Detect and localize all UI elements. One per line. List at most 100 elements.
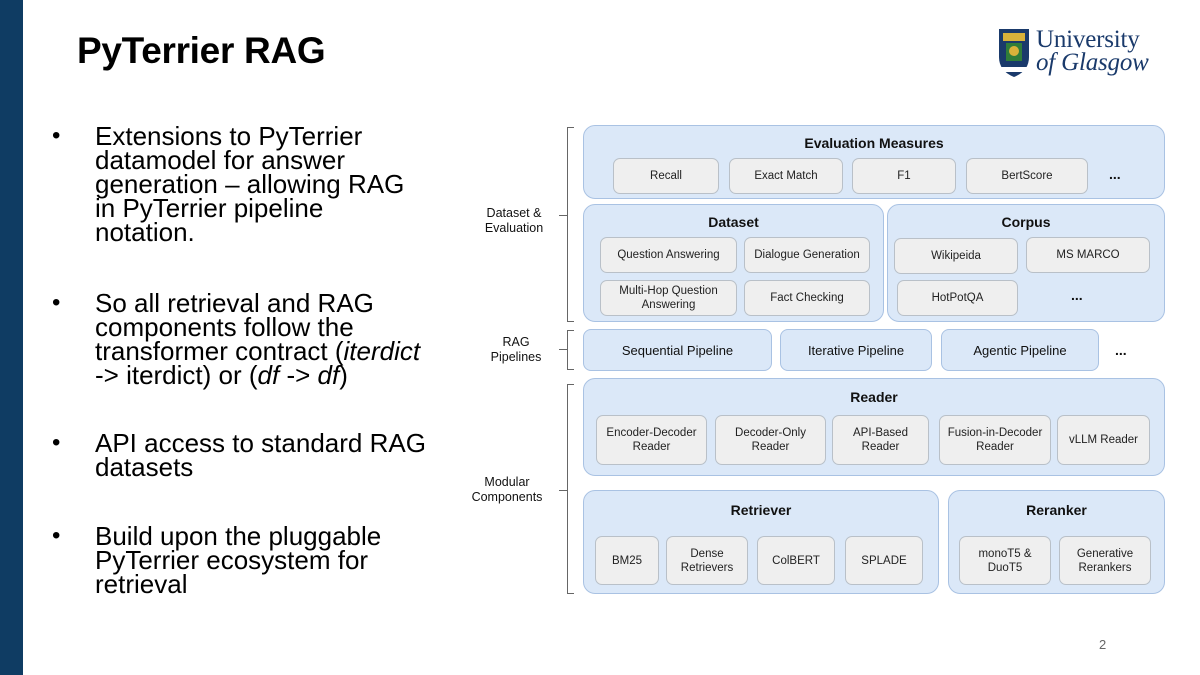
bullet-3-line: API access to standard RAG — [95, 428, 426, 458]
chip-text: API-Based — [853, 427, 908, 439]
bullet-dot: • — [52, 122, 61, 149]
panel-title: Reranker — [1026, 502, 1087, 518]
panel-reader: Reader Encoder-Decoder Reader Decoder-On… — [583, 378, 1165, 476]
bullet-4-line: retrieval — [95, 569, 188, 599]
chip-dialogue-generation: Dialogue Generation — [744, 237, 870, 273]
panel-evaluation-measures: Evaluation Measures Recall Exact Match F… — [583, 125, 1165, 199]
bullet-1-line: datamodel for answer — [95, 145, 346, 175]
panel-corpus: Corpus Wikipeida MS MARCO HotPotQA ... — [887, 204, 1165, 322]
chip-dense-retrievers: Dense Retrievers — [666, 536, 748, 585]
bracket-tick — [559, 215, 567, 216]
university-logo: University of Glasgow — [997, 27, 1162, 82]
chip-text: Multi-Hop Question — [619, 285, 718, 297]
page-number: 2 — [1099, 637, 1107, 652]
group-label-line: Pipelines — [490, 350, 542, 364]
group-label-line: Dataset & — [486, 206, 542, 220]
bracket-rag-pipelines — [567, 330, 574, 370]
bullet-3-line: datasets — [95, 452, 194, 482]
panel-title: Dataset — [708, 214, 759, 230]
chip-text: Encoder-Decoder — [606, 427, 697, 439]
chip-text: Reader — [861, 441, 900, 453]
bullet-dot: • — [52, 289, 61, 316]
bullet-2-text: transformer contract ( — [95, 336, 344, 366]
chip-hotpotqa: HotPotQA — [897, 280, 1018, 316]
panel-title: Corpus — [1001, 214, 1051, 230]
chip-exact-match: Exact Match — [729, 158, 843, 194]
chip-text: Generative — [1076, 547, 1134, 560]
bullet-1-line: generation – allowing RAG — [95, 169, 405, 199]
panel-title: Retriever — [730, 502, 792, 518]
bullet-2-italic: df — [317, 360, 340, 390]
panel-title: Evaluation Measures — [804, 135, 944, 151]
more-ellipsis: ... — [1115, 342, 1127, 358]
chip-multi-hop-qa: Multi-Hop Question Answering — [600, 280, 737, 316]
bullet-2-text: -> iterdict) or ( — [95, 360, 258, 390]
panel-dataset: Dataset Question Answering Dialogue Gene… — [583, 204, 884, 322]
group-label-line: Evaluation — [484, 221, 544, 235]
chip-colbert: ColBERT — [757, 536, 835, 585]
bullet-4-line: Build upon the pluggable — [95, 521, 382, 551]
group-label-line: Modular — [484, 475, 530, 489]
chip-text: Reader — [976, 441, 1014, 453]
panel-retriever: Retriever BM25 Dense Retrievers ColBERT … — [583, 490, 939, 594]
chip-f1: F1 — [852, 158, 956, 194]
chip-text: Decoder-Only — [735, 427, 806, 439]
chip-api-based-reader: API-Based Reader — [832, 415, 929, 465]
panel-reranker: Reranker monoT5 & DuoT5 Generative Reran… — [948, 490, 1165, 594]
bullet-1: • Extensions to PyTerrier datamodel for … — [52, 121, 405, 247]
group-label-line: RAG — [502, 335, 530, 349]
bracket-tick — [559, 349, 567, 350]
chip-wikipedia: Wikipeida — [894, 238, 1018, 274]
chip-fact-checking: Fact Checking — [744, 280, 870, 316]
group-label-line: Components — [471, 490, 543, 504]
chip-ms-marco: MS MARCO — [1026, 237, 1150, 273]
architecture-diagram: Dataset & Evaluation RAG Pipelines Modul… — [460, 118, 1180, 608]
pipeline-sequential: Sequential Pipeline — [583, 329, 772, 371]
bullet-4-line: PyTerrier ecosystem for — [95, 545, 369, 575]
bracket-modular-components — [567, 384, 574, 594]
bullet-4: • Build upon the pluggable PyTerrier eco… — [52, 521, 382, 599]
chip-monot5-duot5: monoT5 & DuoT5 — [959, 536, 1051, 585]
panel-title: Reader — [850, 389, 898, 405]
logo-line-1: University — [1036, 26, 1140, 53]
group-label-dataset-evaluation: Dataset & Evaluation — [474, 206, 554, 236]
chip-text: monoT5 & — [978, 547, 1032, 560]
bullet-2-line: transformer contract (iterdict — [95, 336, 421, 366]
more-ellipsis: ... — [1071, 287, 1083, 303]
bullet-2-italic: iterdict — [343, 336, 421, 366]
logo-wordmark: University of Glasgow — [1036, 26, 1149, 75]
chip-text: Reader — [632, 441, 671, 453]
chip-encoder-decoder-reader: Encoder-Decoder Reader — [596, 415, 707, 465]
left-accent-bar — [0, 0, 23, 675]
chip-decoder-only-reader: Decoder-Only Reader — [715, 415, 826, 465]
chip-vllm-reader: vLLM Reader — [1057, 415, 1150, 465]
chip-text: Reader — [751, 441, 790, 453]
bullet-2-text: -> — [279, 360, 318, 390]
bullet-2: • So all retrieval and RAG components fo… — [52, 288, 421, 390]
group-label-modular-components: Modular Components — [462, 475, 552, 505]
bullet-1-line: Extensions to PyTerrier — [95, 121, 363, 151]
chip-text: Retrievers — [680, 561, 734, 574]
chip-text: Dense — [690, 547, 724, 560]
chip-bertscore: BertScore — [966, 158, 1088, 194]
chip-text: Rerankers — [1078, 561, 1132, 574]
bullet-dot: • — [52, 429, 61, 456]
bullet-2-line: -> iterdict) or (df -> df) — [95, 360, 420, 390]
bullet-2-text: ) — [339, 360, 348, 390]
bracket-tick — [559, 490, 567, 491]
group-label-rag-pipelines: RAG Pipelines — [484, 335, 548, 365]
chip-splade: SPLADE — [845, 536, 923, 585]
bullet-1-line: in PyTerrier pipeline — [95, 193, 324, 223]
pipeline-iterative: Iterative Pipeline — [780, 329, 932, 371]
chip-generative-rerankers: Generative Rerankers — [1059, 536, 1151, 585]
pipeline-agentic: Agentic Pipeline — [941, 329, 1099, 371]
chip-question-answering: Question Answering — [600, 237, 737, 273]
bullet-2-line: So all retrieval and RAG — [95, 288, 374, 318]
chip-text: DuoT5 — [987, 561, 1023, 574]
chip-recall: Recall — [613, 158, 719, 194]
bullet-1-line: notation. — [95, 217, 195, 247]
bullet-2-line: components follow the — [95, 312, 354, 342]
bullet-dot: • — [52, 522, 61, 549]
bracket-dataset-evaluation — [567, 127, 574, 322]
chip-text: Answering — [641, 299, 696, 311]
